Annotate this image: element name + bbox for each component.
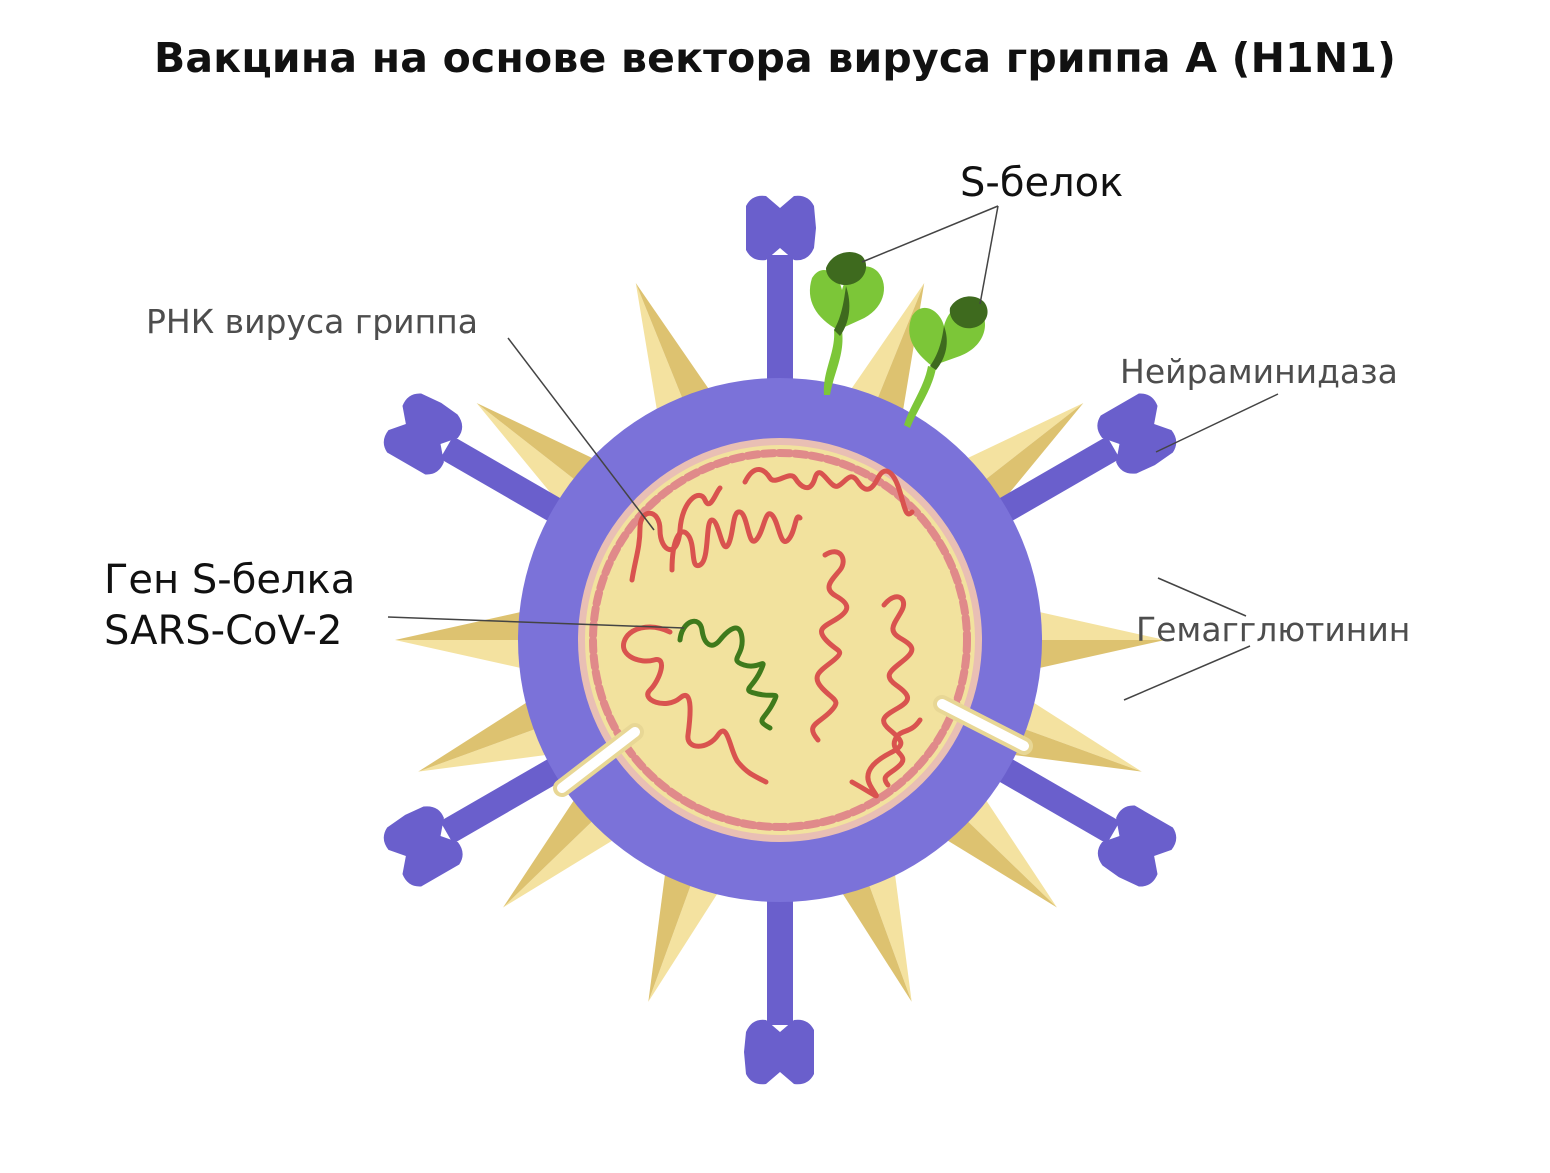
membrane-channels bbox=[553, 695, 1033, 797]
rna-segment bbox=[742, 467, 915, 517]
rna-segment bbox=[849, 594, 915, 799]
hemagglutinin-spike bbox=[418, 696, 558, 772]
neuraminidase bbox=[744, 870, 814, 1085]
hemagglutinin-spike bbox=[1028, 609, 1165, 671]
rna-segment bbox=[669, 509, 803, 573]
label-gene-line1: Ген S-белка bbox=[104, 557, 356, 603]
hemagglutinin-spike bbox=[503, 790, 623, 908]
rna-segment bbox=[621, 624, 769, 785]
leader-line-rna bbox=[507, 337, 655, 531]
leader-line-hemagglutinin-1 bbox=[1157, 577, 1247, 617]
label-gene-line2: SARS-CoV-2 bbox=[104, 608, 343, 654]
neuraminidase bbox=[746, 195, 816, 410]
hemagglutinin-spike bbox=[648, 862, 724, 1002]
label-hemagglutinin: Гемагглютинин bbox=[1136, 610, 1411, 649]
influenza-rna-segments bbox=[621, 467, 923, 799]
hemagglutinin-spike bbox=[956, 402, 1084, 512]
label-influenza-rna: РНК вируса гриппа bbox=[146, 302, 478, 341]
hemagglutinin-spikes bbox=[395, 283, 1165, 1002]
label-neuraminidase: Нейраминидаза bbox=[1120, 352, 1398, 391]
hemagglutinin-spike bbox=[937, 790, 1057, 908]
rna-segment bbox=[810, 549, 850, 743]
hemagglutinin-spike bbox=[395, 609, 532, 671]
label-s-protein: S-белок bbox=[960, 160, 1124, 206]
leader-line-hemagglutinin-2 bbox=[1123, 645, 1251, 701]
matrix-proteins bbox=[589, 449, 971, 831]
leader-line-s-protein-2 bbox=[979, 205, 999, 305]
leader-line-gene bbox=[387, 616, 685, 629]
hemagglutinin-spike bbox=[476, 402, 604, 512]
hemagglutinin-spike bbox=[1002, 696, 1142, 772]
rna-segment bbox=[882, 717, 923, 788]
s-protein-spike bbox=[904, 296, 988, 428]
core bbox=[585, 445, 975, 835]
s-protein-gene bbox=[677, 618, 779, 731]
leader-line-s-protein-1 bbox=[861, 205, 999, 263]
hemagglutinin-spike bbox=[836, 862, 912, 1002]
leader-lines bbox=[387, 205, 1279, 701]
hemagglutinin-spike bbox=[635, 283, 716, 422]
diagram-title: Вакцина на основе вектора вируса гриппа … bbox=[153, 34, 1397, 82]
s-protein-spikes bbox=[809, 252, 988, 428]
leader-line-neuraminidase bbox=[1155, 393, 1279, 453]
rna-segment bbox=[629, 485, 723, 583]
s-protein-spike bbox=[809, 252, 884, 395]
